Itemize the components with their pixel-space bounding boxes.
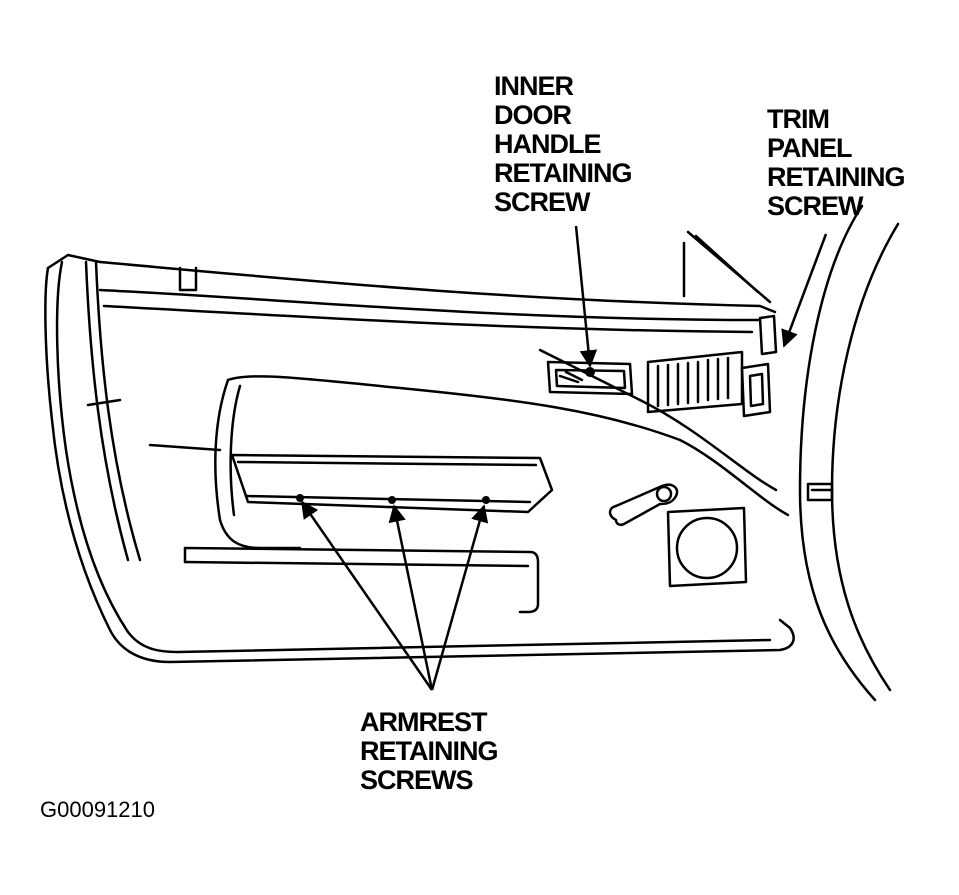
window-crank: [608, 483, 679, 527]
label-line: DOOR: [494, 100, 572, 130]
trim-screw-arrow: [781, 233, 828, 348]
label-line: HANDLE: [494, 129, 601, 159]
armrest-screws-label: ARMREST RETAINING SCREWS: [360, 708, 498, 795]
label-line: INNER: [494, 71, 574, 101]
label-line: SCREW: [767, 191, 863, 221]
armrest-screw-arrow-3: [430, 504, 489, 691]
armrest-screw-arrow-2: [388, 504, 434, 691]
armrest-screw-dot-1: [296, 494, 304, 502]
label-line: TRIM: [767, 104, 830, 134]
label-line: PANEL: [767, 133, 853, 163]
retaining-screws: [296, 367, 595, 504]
figure-id: G00091210: [40, 797, 155, 822]
handle-screw-dot: [585, 367, 595, 377]
vent-grille: [646, 350, 744, 414]
speaker-grille: [666, 506, 748, 588]
storage-pocket: [183, 546, 540, 614]
door-panel-outline: [44, 253, 795, 664]
label-line: SCREWS: [360, 765, 474, 795]
upper-panel-contour: [148, 348, 790, 550]
door-frame: [682, 204, 900, 702]
handle-screw-arrow: [574, 225, 598, 368]
label-line: RETAINING: [360, 736, 498, 766]
inner-door-handle: [546, 360, 634, 396]
armrest-screw-arrow-1: [300, 500, 434, 691]
label-line: ARMREST: [360, 707, 487, 737]
label-line: SCREW: [494, 187, 590, 217]
switch-bezel: [740, 314, 778, 418]
label-line: RETAINING: [494, 158, 632, 188]
label-line: RETAINING: [767, 162, 905, 192]
armrest-screw-dot-2: [388, 496, 396, 504]
trim-panel-screw-label: TRIM PANEL RETAINING SCREW: [767, 105, 905, 221]
inner-door-handle-screw-label: INNER DOOR HANDLE RETAINING SCREW: [494, 72, 632, 217]
armrest-screw-dot-3: [482, 496, 490, 504]
